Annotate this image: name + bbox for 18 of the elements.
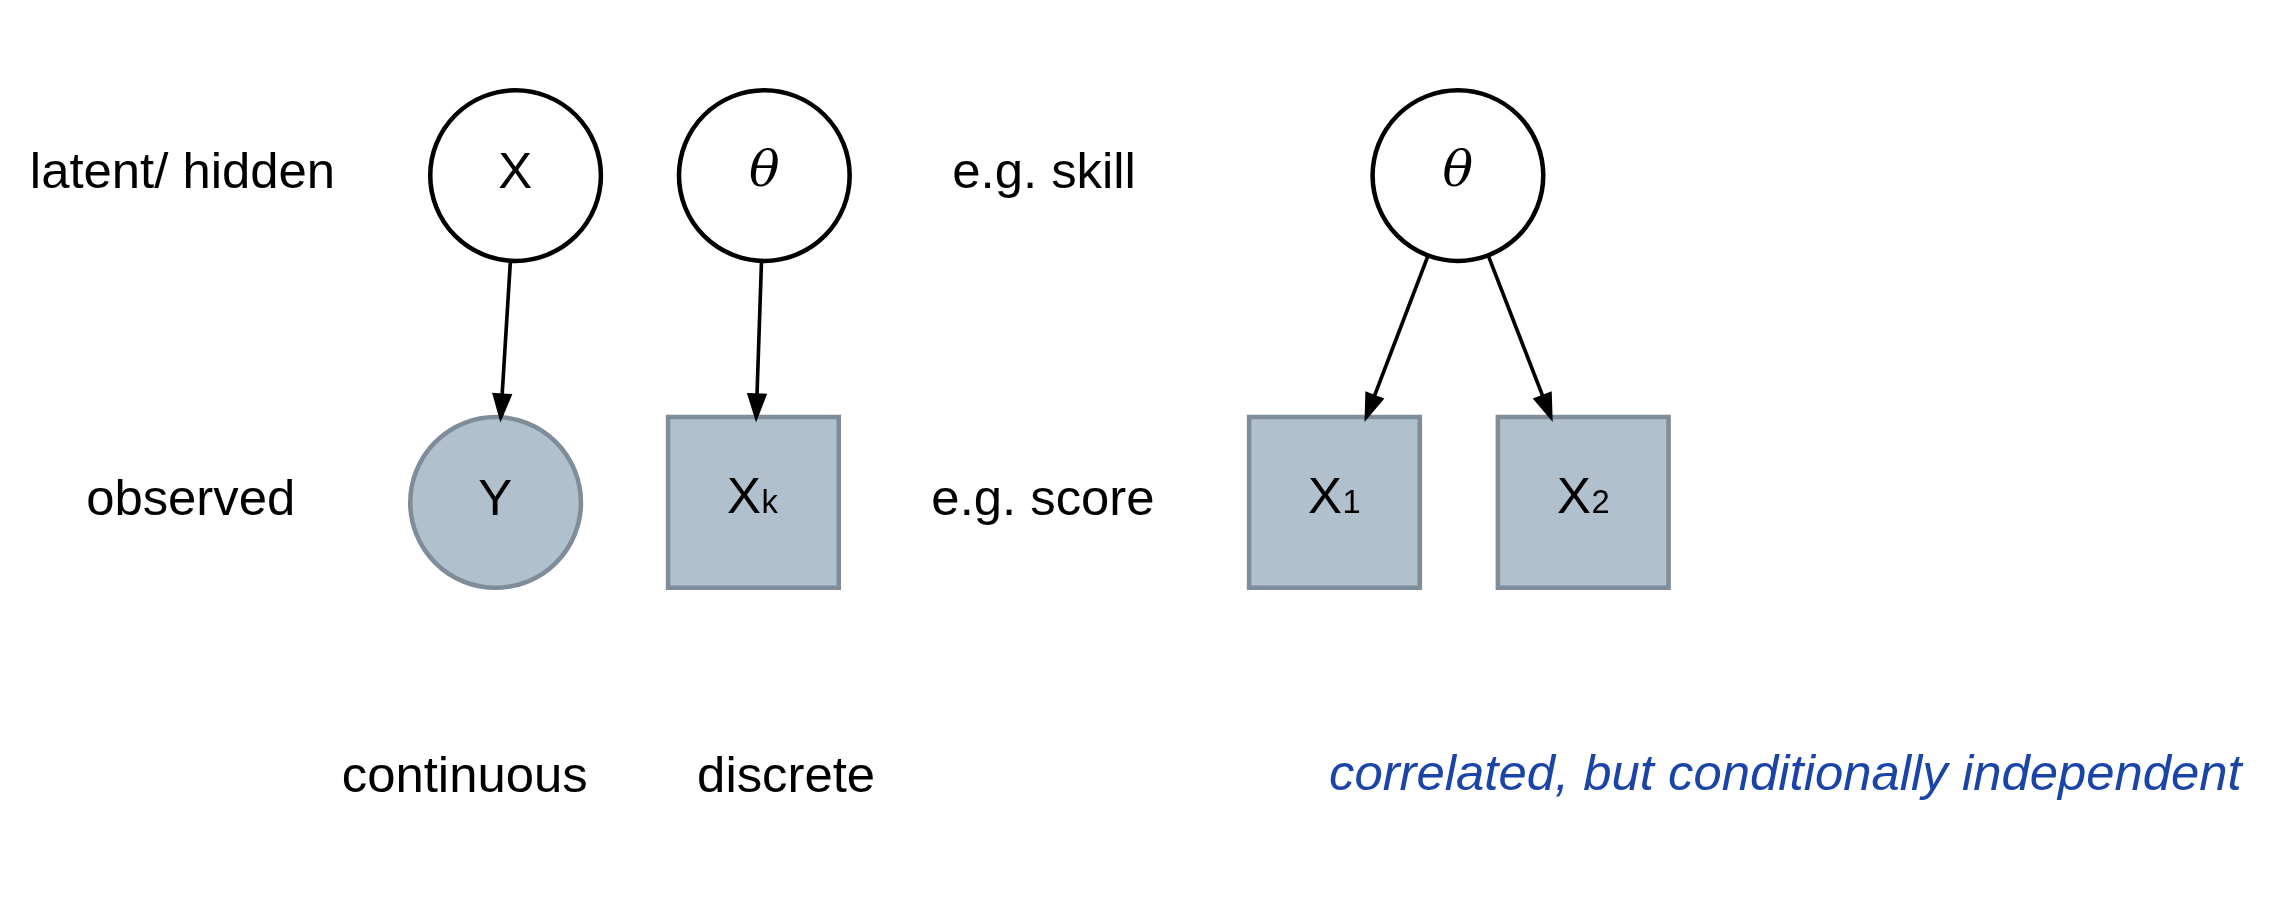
node-label: discrete — [697, 745, 876, 803]
label: correlated, but conditionally independent — [1329, 743, 2242, 801]
label: observed — [86, 468, 296, 526]
arrow — [492, 260, 513, 422]
node-circle: θ — [1370, 87, 1546, 263]
node-box: Xk — [665, 414, 842, 590]
node-label: continuous — [341, 745, 588, 803]
arrow — [1364, 254, 1430, 422]
arrow — [1486, 254, 1553, 422]
node-box: X2 — [1495, 414, 1671, 590]
label: latent/ hidden — [29, 141, 336, 199]
node-circle: Y — [408, 414, 584, 590]
node-box: X1 — [1246, 414, 1423, 590]
arrow — [746, 260, 768, 422]
node-circle: X — [427, 87, 604, 263]
label: e.g. score — [931, 468, 1155, 526]
node-circle: θ — [676, 87, 852, 263]
label: e.g. skill — [952, 141, 1136, 199]
